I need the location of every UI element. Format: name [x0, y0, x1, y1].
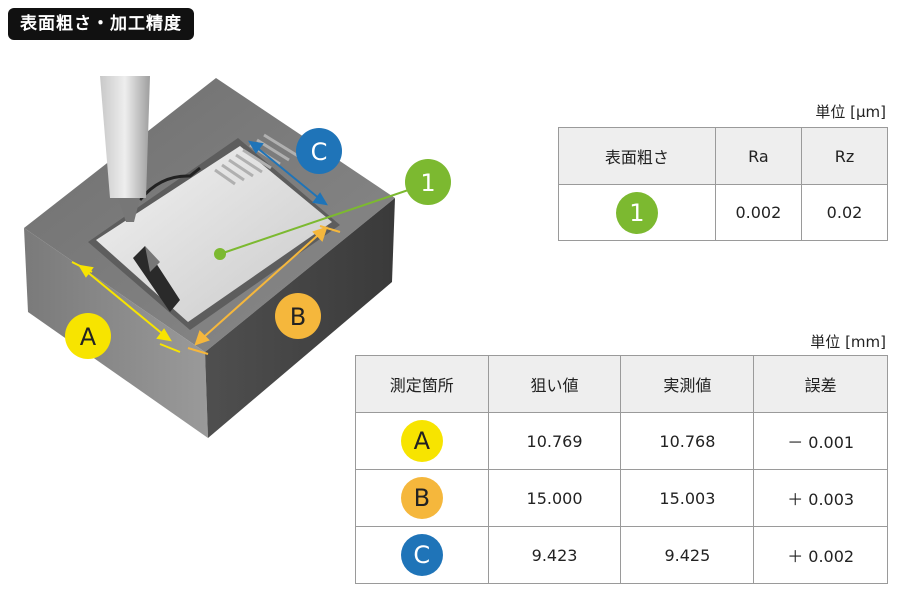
measured-value: 15.003 — [620, 469, 755, 527]
accuracy-header-target: 狙い値 — [487, 355, 622, 413]
roughness-header-label: 表面粗さ — [558, 127, 716, 185]
roughness-unit-label: 単位 [μm] — [815, 103, 886, 121]
target-value: 10.769 — [487, 412, 622, 470]
table-row: B 15.000 15.003 ＋ 0.003 — [355, 469, 888, 527]
dimension-a — [71, 261, 181, 353]
marker-a: A — [65, 313, 111, 359]
dimension-b — [187, 225, 341, 355]
row-marker-1: 1 — [615, 191, 658, 234]
error-value: － 0.001 — [753, 412, 888, 470]
table-row: C 9.423 9.425 ＋ 0.002 — [355, 526, 888, 584]
roughness-header-ra: Ra — [714, 127, 802, 185]
page-title: 表面粗さ・加工精度 — [8, 8, 194, 40]
lower-tool — [133, 246, 180, 312]
row-marker-b: B — [400, 477, 443, 519]
error-value: ＋ 0.002 — [753, 526, 888, 584]
accuracy-table: 測定箇所 狙い値 実測値 誤差 A 10.769 10.768 － 0.001 … — [355, 355, 888, 584]
svg-text:C: C — [311, 138, 328, 166]
svg-text:B: B — [290, 303, 306, 331]
rz-value: 0.02 — [800, 184, 889, 241]
dimension-c — [248, 140, 328, 206]
marker-b: B — [275, 293, 321, 339]
marker-c: C — [296, 128, 342, 174]
row-marker-a: A — [400, 420, 443, 462]
upper-tool — [100, 76, 150, 222]
target-value: 15.000 — [487, 469, 622, 527]
block-left-face — [24, 228, 208, 438]
table-row: A 10.769 10.768 － 0.001 — [355, 412, 888, 470]
svg-text:1: 1 — [420, 169, 435, 197]
table-row: 1 0.002 0.02 — [558, 184, 889, 241]
accuracy-header-location: 測定箇所 — [355, 355, 489, 413]
measured-value: 9.425 — [620, 526, 755, 584]
accuracy-header-measured: 実測値 — [620, 355, 755, 413]
row-marker-c: C — [400, 534, 443, 576]
accuracy-unit-label: 単位 [mm] — [810, 333, 886, 351]
accuracy-header-error: 誤差 — [753, 355, 888, 413]
measured-value: 10.768 — [620, 412, 755, 470]
ra-value: 0.002 — [714, 184, 802, 241]
target-value: 9.423 — [487, 526, 622, 584]
error-value: ＋ 0.003 — [753, 469, 888, 527]
roughness-table: 表面粗さ Ra Rz 1 0.002 0.02 — [558, 127, 889, 241]
roughness-header-rz: Rz — [800, 127, 889, 185]
leader-1 — [214, 185, 421, 260]
marker-1: 1 — [405, 159, 451, 205]
svg-text:A: A — [80, 323, 97, 351]
machined-block-illustration: 1 A B C — [24, 76, 451, 438]
